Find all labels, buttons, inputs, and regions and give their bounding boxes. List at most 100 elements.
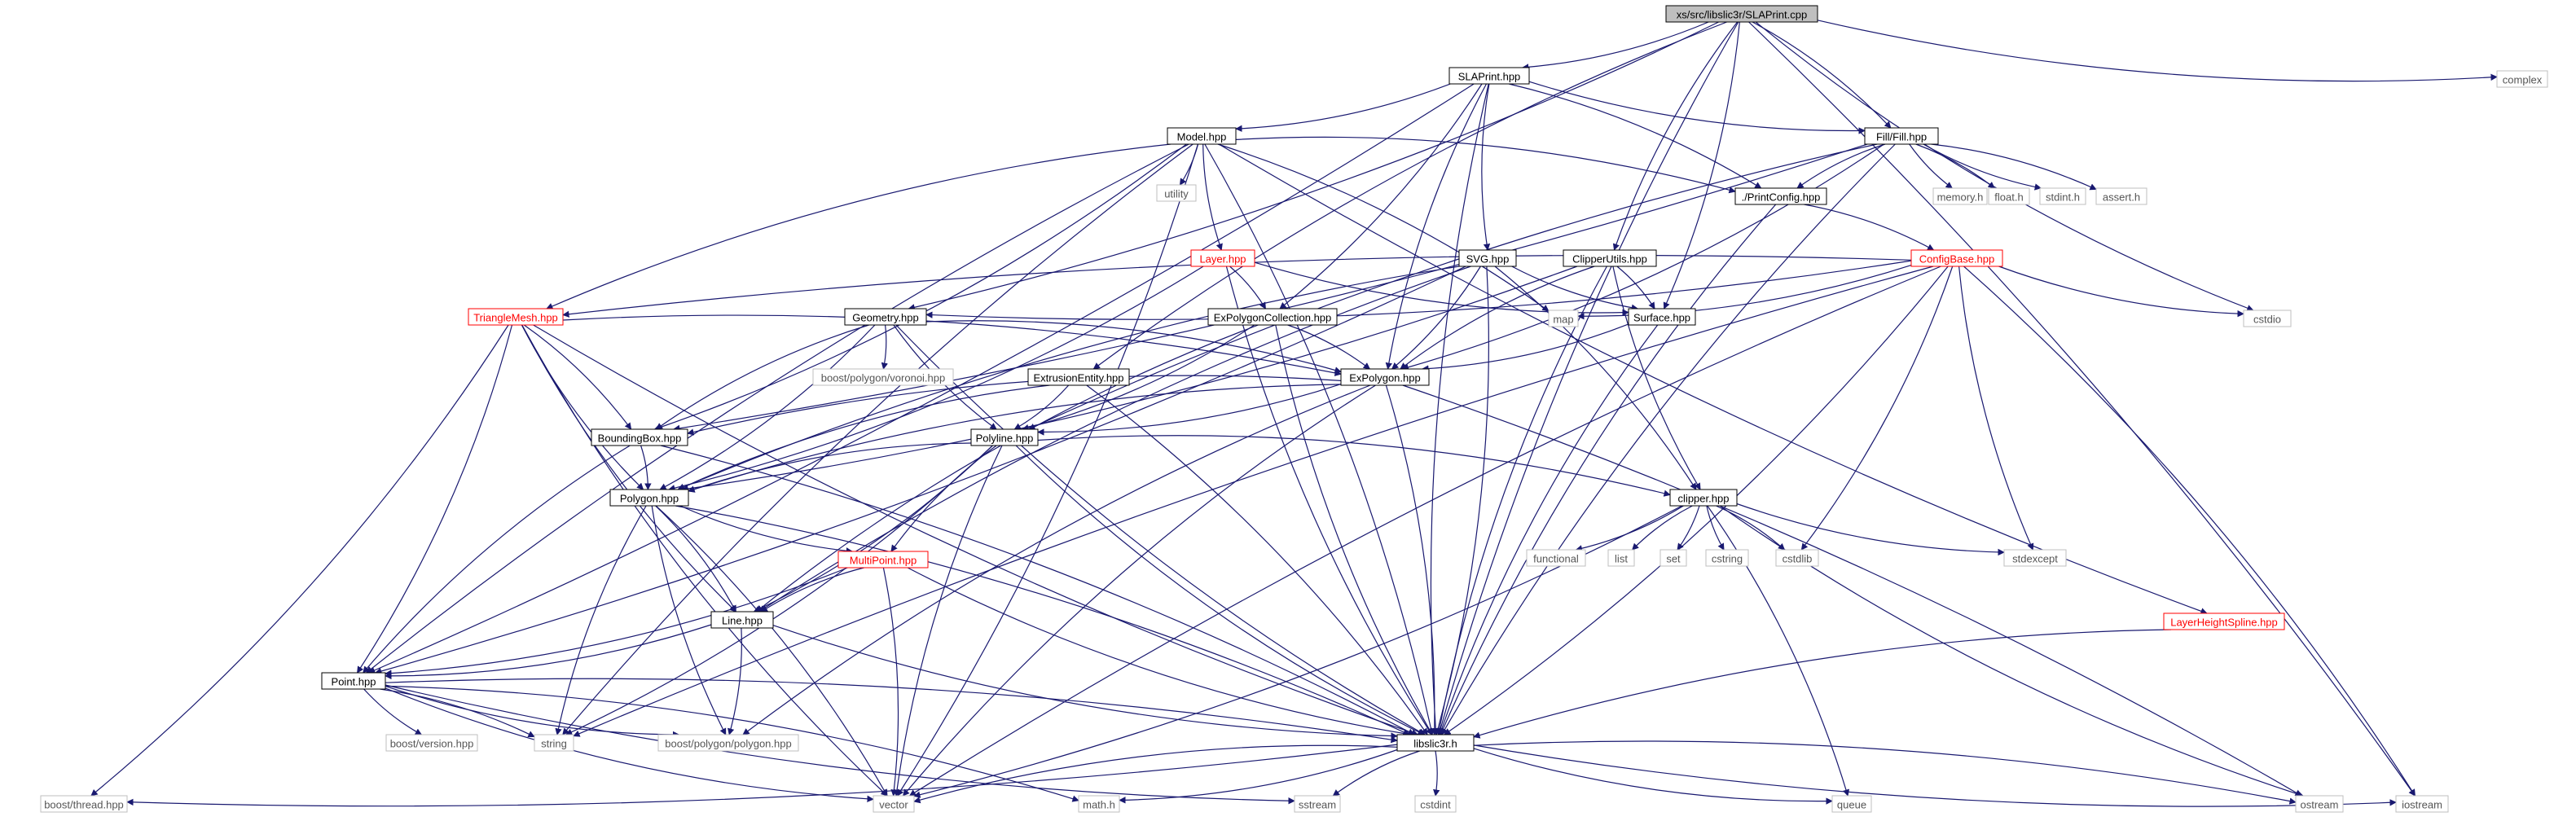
- edge-surface-to-expolygon: [1422, 323, 1629, 372]
- node-queue-label: queue: [1837, 799, 1866, 811]
- node-polyline-box: [970, 428, 1039, 446]
- edge-model-to-printconfig: [1235, 136, 1736, 194]
- edge-root-to-cstdio: [1755, 21, 2254, 312]
- edge-polyline-to-vector: [893, 445, 1003, 797]
- edge-trianglemesh-to-polygon: [521, 324, 644, 490]
- edge-trianglemesh-to-point: [356, 324, 513, 674]
- edge-expolygon-to-polygon: [688, 384, 1342, 493]
- node-root[interactable]: xs/src/libslic3r/SLAPrint.cpp: [1665, 5, 1818, 23]
- edge-boundingbox-to-libslic3r: [660, 445, 1415, 735]
- node-model[interactable]: Model.hpp: [1167, 127, 1237, 145]
- edge-trianglemesh-to-boostthread: [90, 324, 509, 797]
- node-layer-box: [1190, 249, 1255, 267]
- node-map-label: map: [1553, 314, 1573, 326]
- node-model-box: [1167, 127, 1237, 145]
- edge-extrusion-to-polygon: [677, 384, 1050, 490]
- node-polyline-label: Polyline.hpp: [976, 432, 1034, 445]
- node-surface[interactable]: Surface.hpp: [1628, 308, 1696, 326]
- edge-trianglemesh-to-expolygon: [562, 314, 1342, 376]
- node-mathh: math.h: [1078, 795, 1120, 813]
- node-string-box: [534, 734, 574, 752]
- edge-boundingbox-to-point: [363, 445, 631, 674]
- edge-configbase-to-cstdio: [1998, 266, 2244, 318]
- node-polygon-box: [609, 489, 689, 507]
- node-printconfig-box: [1734, 187, 1827, 205]
- node-slaprint-label: SLAPrint.hpp: [1458, 71, 1521, 83]
- node-layerheight-label: LayerHeightSpline.hpp: [2170, 617, 2278, 629]
- node-boundingbox[interactable]: BoundingBox.hpp: [591, 428, 688, 446]
- edge-clipper-to-set: [1677, 505, 1700, 551]
- edge-clipperutils-to-surface: [1616, 266, 1655, 310]
- edge-libslic3r-to-vector: [913, 744, 1398, 804]
- node-trianglemesh[interactable]: TriangleMesh.hpp: [468, 308, 564, 326]
- edge-slaprint-to-model: [1235, 83, 1451, 133]
- node-clipper[interactable]: clipper.hpp: [1669, 489, 1738, 507]
- edge-point-to-string: [380, 688, 535, 738]
- node-set: set: [1659, 549, 1687, 567]
- edge-polygon-to-line: [655, 505, 736, 612]
- node-layerheight[interactable]: LayerHeightSpline.hpp: [2163, 612, 2285, 630]
- node-fill[interactable]: Fill/Fill.hpp: [1864, 127, 1939, 145]
- node-slaprint-box: [1448, 67, 1530, 85]
- node-polyline[interactable]: Polyline.hpp: [970, 428, 1039, 446]
- node-map-box: [1548, 310, 1579, 327]
- edge-slaprint-to-expolygon: [1385, 83, 1488, 370]
- node-configbase[interactable]: ConfigBase.hpp: [1910, 249, 2003, 267]
- node-libslic3r[interactable]: libslic3r.h: [1396, 734, 1475, 752]
- node-polygon[interactable]: Polygon.hpp: [609, 489, 689, 507]
- node-boostpolygon-label: boost/polygon/polygon.hpp: [665, 738, 791, 750]
- node-expolygon[interactable]: ExPolygon.hpp: [1340, 368, 1430, 386]
- edge-surface-to-libslic3r: [1438, 324, 1659, 735]
- node-clipperutils[interactable]: ClipperUtils.hpp: [1563, 249, 1657, 267]
- edge-multipoint-to-point: [385, 567, 848, 677]
- node-point[interactable]: Point.hpp: [321, 672, 386, 690]
- edge-expolygon-to-polyline: [1037, 384, 1342, 436]
- node-root-label: xs/src/libslic3r/SLAPrint.cpp: [1677, 9, 1807, 21]
- node-expolycoll[interactable]: ExPolygonCollection.hpp: [1207, 308, 1338, 326]
- node-layer[interactable]: Layer.hpp: [1190, 249, 1255, 267]
- node-line[interactable]: Line.hpp: [710, 611, 774, 629]
- node-list-label: list: [1615, 553, 1628, 565]
- node-vector-label: vector: [879, 799, 908, 811]
- node-memory: memory.h: [1932, 187, 1988, 205]
- node-extrusion[interactable]: ExtrusionEntity.hpp: [1027, 368, 1130, 386]
- edge-point-to-mathh: [385, 685, 1079, 802]
- edge-fill-to-assert: [1931, 143, 2097, 191]
- node-memory-box: [1932, 187, 1988, 205]
- node-cstring-box: [1705, 549, 1749, 567]
- node-svg[interactable]: SVG.hpp: [1458, 249, 1517, 267]
- edge-slaprint-to-fill: [1528, 81, 1866, 134]
- edge-layerheight-to-libslic3r: [1473, 629, 2172, 739]
- node-libslic3r-box: [1396, 734, 1475, 752]
- edge-model-to-libslic3r: [1204, 143, 1435, 735]
- node-geometry-box: [844, 308, 927, 326]
- node-voronoi: boost/polygon/voronoi.hpp: [812, 368, 954, 386]
- edge-svg-to-clipper: [1494, 266, 1697, 490]
- edge-polygon-to-string: [555, 505, 647, 735]
- edge-clipperutils-to-libslic3r: [1435, 266, 1607, 735]
- edge-model-to-utility: [1179, 143, 1199, 186]
- edge-clipper-to-ostream: [1719, 505, 2304, 797]
- node-iostream-box: [2395, 795, 2449, 813]
- edge-root-to-surface: [1663, 21, 1740, 310]
- edge-clipper-to-list: [1632, 505, 1693, 551]
- edge-slaprint-to-svg: [1481, 83, 1491, 251]
- edge-point-to-libslic3r: [385, 678, 1398, 744]
- edge-clipperutils-to-polygon: [681, 266, 1578, 493]
- edge-slaprint-to-point: [368, 83, 1475, 674]
- node-geometry[interactable]: Geometry.hpp: [844, 308, 927, 326]
- edge-configbase-to-vector: [908, 266, 1941, 797]
- node-slaprint[interactable]: SLAPrint.hpp: [1448, 67, 1530, 85]
- edge-slaprint-to-libslic3r: [1430, 83, 1489, 735]
- node-string: string: [534, 734, 574, 752]
- edge-trianglemesh-to-vector: [521, 324, 888, 797]
- node-boostversion: boost/version.hpp: [385, 734, 478, 752]
- node-cstdint: cstdint: [1414, 795, 1457, 813]
- node-iostream-label: iostream: [2402, 799, 2442, 811]
- node-printconfig[interactable]: ./PrintConfig.hpp: [1734, 187, 1827, 205]
- edge-point-to-boostversion: [363, 688, 423, 735]
- edge-multipoint-to-vector: [882, 567, 899, 797]
- node-multipoint[interactable]: MultiPoint.hpp: [837, 551, 929, 569]
- node-boostpolygon-box: [657, 734, 799, 752]
